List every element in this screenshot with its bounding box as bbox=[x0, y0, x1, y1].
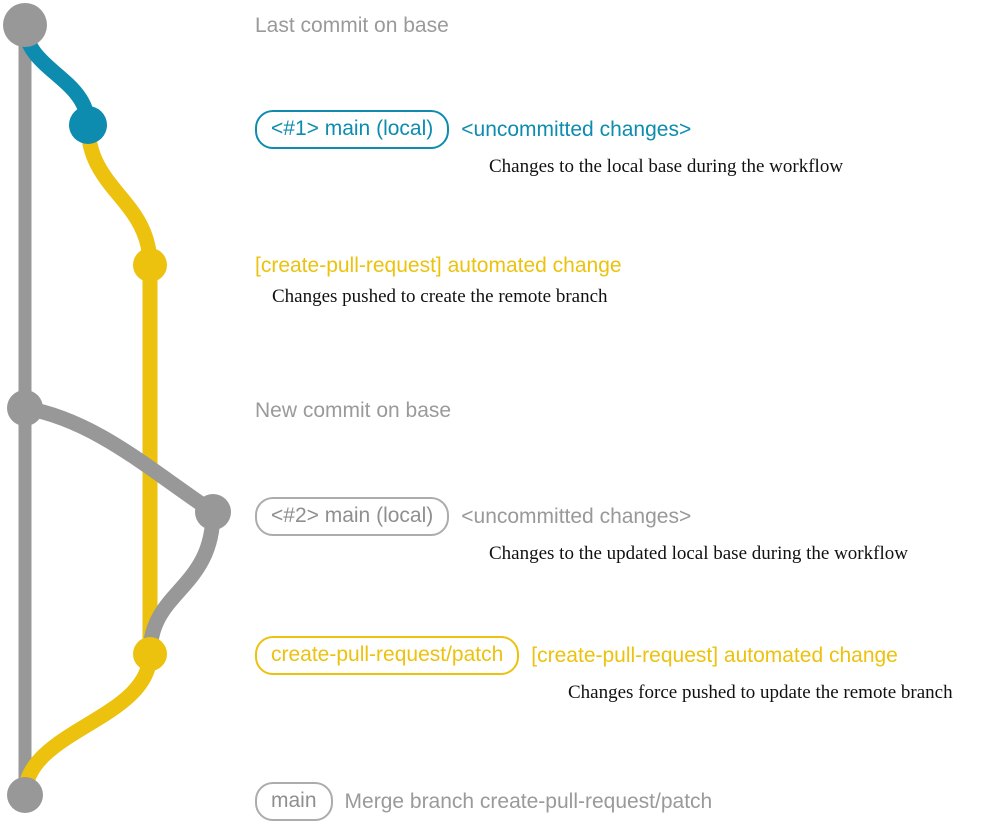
commit-subject-uncommitted-2: <uncommitted changes> bbox=[461, 504, 692, 528]
row-new-commit-on-base: New commit on base bbox=[255, 399, 452, 422]
edge-patch2-to-merge bbox=[17, 646, 158, 803]
commit-node-local-1[interactable] bbox=[69, 106, 107, 144]
row-local-uncommitted-2: <#2> main (local) <uncommitted changes> … bbox=[255, 497, 908, 565]
commit-description-3: Changes to the updated local base during… bbox=[489, 543, 908, 564]
commit-subject-merge: Merge branch create-pull-request/patch bbox=[344, 789, 713, 813]
commit-description-1: Changes to the local base during the wor… bbox=[489, 156, 844, 177]
commit-subject-uncommitted-1: <uncommitted changes> bbox=[461, 117, 692, 141]
commit-node-patch-1[interactable] bbox=[133, 248, 167, 282]
row-merge-commit: main Merge branch create-pull-request/pa… bbox=[255, 782, 712, 821]
edge-local1-to-patch1 bbox=[80, 117, 158, 273]
row-create-pull-request-automated-1: [create-pull-request] automated change C… bbox=[255, 253, 622, 308]
commit-node-local-2[interactable] bbox=[195, 494, 231, 530]
row-local-uncommitted-1: <#1> main (local) <uncommitted changes> … bbox=[255, 110, 843, 178]
edge-local2-to-patch2 bbox=[142, 504, 221, 662]
edge-basenew-to-local2 bbox=[17, 400, 221, 520]
commit-node-patch-2[interactable] bbox=[133, 637, 167, 671]
commit-subject-automated-1: [create-pull-request] automated change bbox=[255, 254, 622, 277]
commit-description-4: Changes force pushed to update the remot… bbox=[568, 682, 953, 703]
commit-description-2: Changes pushed to create the remote bran… bbox=[272, 286, 608, 307]
commit-node-base-last[interactable] bbox=[3, 3, 47, 47]
branch-pill-main[interactable]: main bbox=[255, 782, 333, 821]
commit-node-base-new[interactable] bbox=[7, 390, 43, 426]
branch-pill-main-local-2[interactable]: <#2> main (local) bbox=[255, 497, 450, 536]
branch-pill-create-pull-request-patch[interactable]: create-pull-request/patch bbox=[255, 636, 520, 675]
commit-subject-automated-2: [create-pull-request] automated change bbox=[531, 643, 898, 667]
branch-pill-main-local-1[interactable]: <#1> main (local) bbox=[255, 110, 450, 149]
commit-node-base-merge[interactable] bbox=[7, 777, 43, 813]
row-last-commit-on-base: Last commit on base bbox=[255, 14, 449, 37]
row-create-pull-request-automated-2: create-pull-request/patch [create-pull-r… bbox=[255, 636, 953, 704]
